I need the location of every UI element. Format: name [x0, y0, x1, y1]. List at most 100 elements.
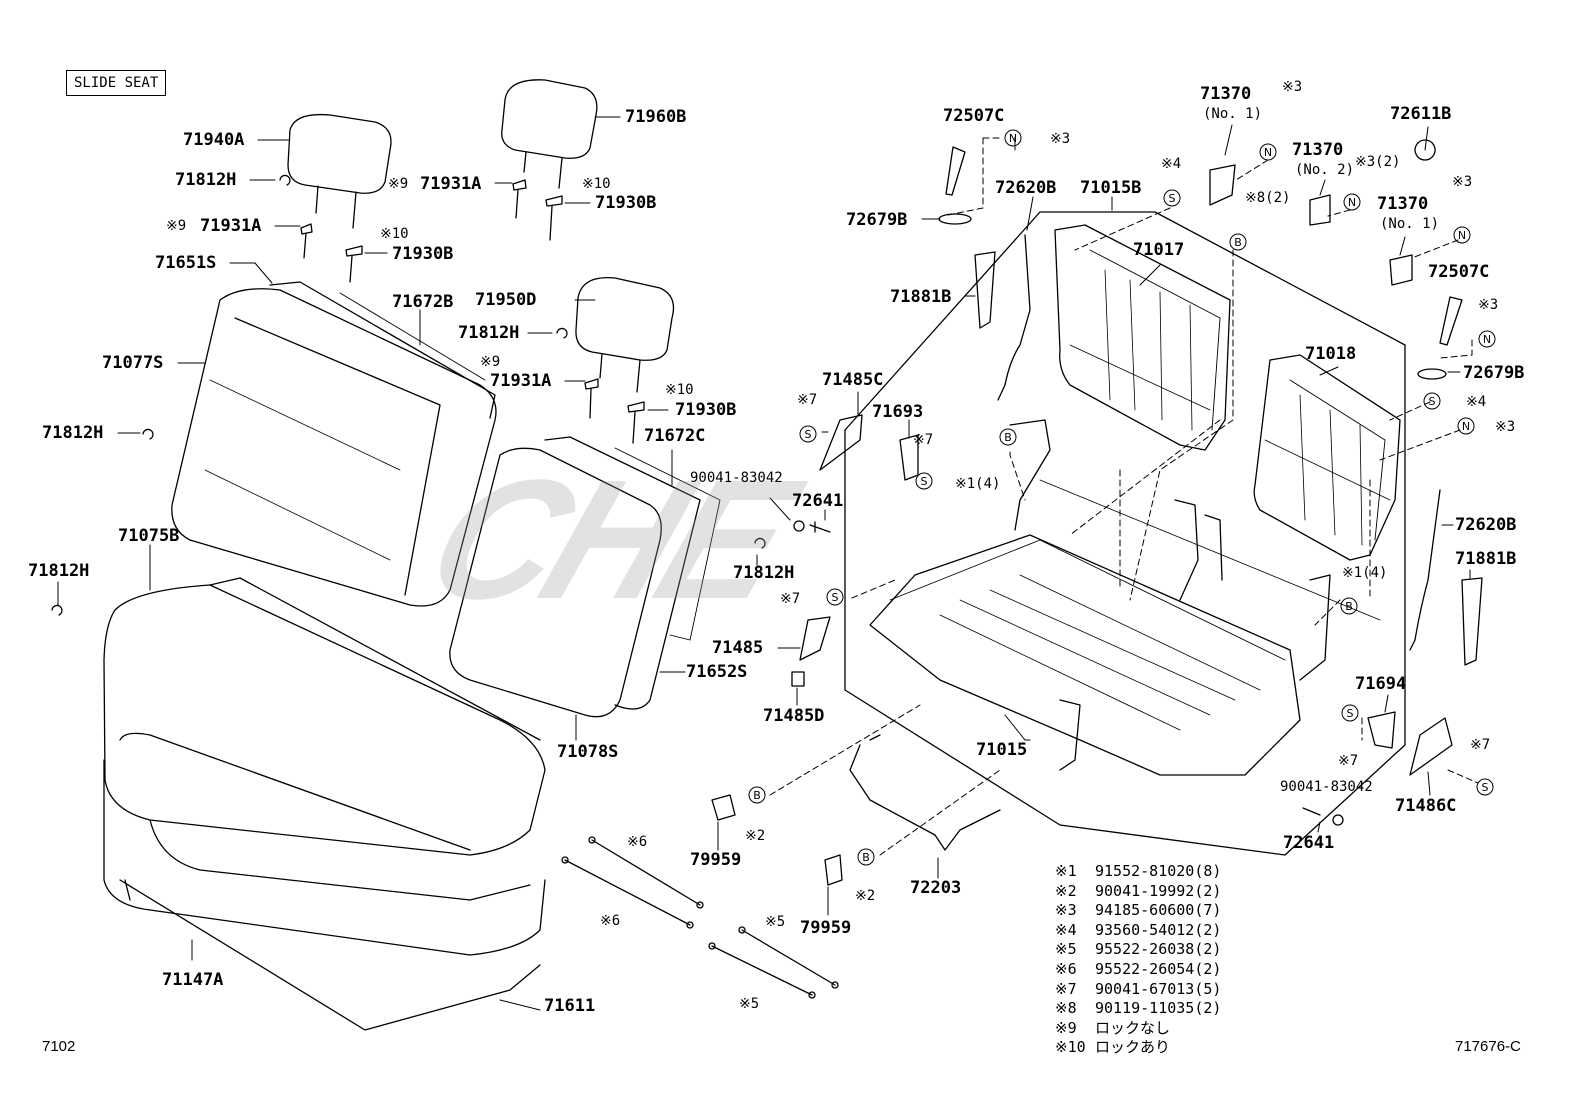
ref-mark: ※3: [1495, 419, 1516, 435]
label-71370-sub: (No. 1): [1380, 216, 1440, 232]
label-71147A[interactable]: 71147A: [162, 970, 224, 990]
label-71930B[interactable]: 71930B: [675, 400, 737, 420]
label-71930B[interactable]: 71930B: [595, 193, 657, 213]
label-71931A[interactable]: 71931A: [420, 174, 482, 194]
legend-text: 94185-60600(7): [1095, 901, 1222, 920]
svg-text:N: N: [1458, 229, 1466, 242]
ref-mark: ※7: [913, 432, 934, 448]
ref-mark: ※10: [380, 226, 409, 242]
ref-mark: ※8(2): [1245, 190, 1291, 206]
label-72679B[interactable]: 72679B: [1463, 363, 1525, 383]
legend-mark: ※6: [1055, 959, 1077, 978]
svg-text:S: S: [832, 591, 839, 604]
circle-symbol-text: NNN NNN SSS SSS S BBB BB: [753, 132, 1491, 864]
label-71485C[interactable]: 71485C: [822, 370, 884, 390]
label-71077S[interactable]: 71077S: [102, 353, 164, 373]
label-71694[interactable]: 71694: [1355, 674, 1407, 694]
label-71370-sub: (No. 2): [1295, 162, 1355, 178]
svg-text:S: S: [1429, 395, 1436, 408]
ref-mark: ※2: [855, 888, 876, 904]
label-71370[interactable]: 71370: [1200, 84, 1252, 104]
legend-text: ロックあり: [1095, 1038, 1171, 1057]
label-71611[interactable]: 71611: [544, 996, 596, 1016]
frame-71017: [1054, 224, 1231, 451]
legend-mark: ※8: [1055, 999, 1077, 1018]
label-72641[interactable]: 72641: [792, 491, 844, 511]
label-71018[interactable]: 71018: [1305, 344, 1357, 364]
cables: [938, 146, 1483, 666]
label-71930B[interactable]: 71930B: [392, 244, 454, 264]
label-71812H[interactable]: 71812H: [733, 563, 795, 583]
svg-text:S: S: [1482, 781, 1489, 794]
label-71485D[interactable]: 71485D: [763, 706, 825, 726]
label-71812H[interactable]: 71812H: [42, 423, 104, 443]
label-90041-83042[interactable]: 90041-83042: [1280, 779, 1373, 795]
label-71931A[interactable]: 71931A: [490, 371, 552, 391]
label-71940A[interactable]: 71940A: [183, 130, 245, 150]
label-71485[interactable]: 71485: [712, 638, 764, 658]
seatback-right: [449, 436, 721, 718]
legend-text: 90119-11035(2): [1095, 999, 1222, 1018]
straps: [561, 836, 839, 999]
label-71370[interactable]: 71370: [1377, 194, 1429, 214]
label-71693[interactable]: 71693: [872, 402, 924, 422]
svg-text:N: N: [1462, 420, 1470, 433]
label-71931A[interactable]: 71931A: [200, 216, 262, 236]
legend-row: ※8 90119-11035(2): [1055, 999, 1221, 1019]
label-71015B[interactable]: 71015B: [1080, 178, 1142, 198]
svg-text:S: S: [805, 428, 812, 441]
label-72620B[interactable]: 72620B: [995, 178, 1057, 198]
label-72507C[interactable]: 72507C: [1428, 262, 1490, 282]
ref-mark: ※10: [582, 176, 611, 192]
diagram-title: SLIDE SEAT: [66, 70, 167, 96]
legend-text: ロックなし: [1095, 1018, 1171, 1037]
label-71960B[interactable]: 71960B: [625, 107, 687, 127]
legend-text: 90041-67013(5): [1095, 979, 1222, 998]
ref-mark: ※3: [1050, 131, 1071, 147]
label-71881B[interactable]: 71881B: [1455, 549, 1517, 569]
label-72641[interactable]: 72641: [1283, 833, 1335, 853]
label-71672B[interactable]: 71672B: [392, 292, 454, 312]
label-72507C[interactable]: 72507C: [943, 106, 1005, 126]
label-71651S[interactable]: 71651S: [155, 253, 217, 273]
label-71672C[interactable]: 71672C: [644, 426, 706, 446]
svg-text:S: S: [921, 475, 928, 488]
label-71017[interactable]: 71017: [1133, 240, 1185, 260]
label-71486C[interactable]: 71486C: [1395, 796, 1457, 816]
label-71075B[interactable]: 71075B: [118, 526, 180, 546]
circle-symbols: [748, 129, 1496, 866]
label-79959[interactable]: 79959: [690, 850, 742, 870]
label-90041-83042[interactable]: 90041-83042: [690, 470, 783, 486]
legend-text: 93560-54012(2): [1095, 920, 1222, 939]
label-71015[interactable]: 71015: [976, 740, 1028, 760]
label-72203[interactable]: 72203: [910, 878, 962, 898]
ref-mark: ※3(2): [1355, 154, 1401, 170]
label-72679B[interactable]: 72679B: [846, 210, 908, 230]
label-71812H[interactable]: 71812H: [28, 561, 90, 581]
label-71370-sub: (No. 1): [1203, 106, 1263, 122]
ref-mark: ※10: [665, 382, 694, 398]
rod-72203: [849, 734, 1001, 851]
label-71078S[interactable]: 71078S: [557, 742, 619, 762]
label-79959[interactable]: 79959: [800, 918, 852, 938]
headrest-71940A: [287, 113, 392, 229]
label-71812H[interactable]: 71812H: [175, 170, 237, 190]
label-72620B[interactable]: 72620B: [1455, 515, 1517, 535]
label-72611B[interactable]: 72611B: [1390, 104, 1452, 124]
label-71812H[interactable]: 71812H: [458, 323, 520, 343]
ref-mark: ※9: [388, 176, 409, 192]
seatback-left: [171, 281, 497, 607]
legend-mark: ※2: [1055, 881, 1077, 900]
frame-box: [844, 211, 1406, 856]
label-71950D[interactable]: 71950D: [475, 290, 537, 310]
ref-mark: ※3: [1282, 79, 1303, 95]
label-71370[interactable]: 71370: [1292, 140, 1344, 160]
ref-mark: ※7: [1470, 737, 1491, 753]
label-71881B[interactable]: 71881B: [890, 287, 952, 307]
label-71652S[interactable]: 71652S: [686, 662, 748, 682]
legend-mark: ※7: [1055, 979, 1077, 998]
ref-mark: ※6: [600, 913, 621, 929]
